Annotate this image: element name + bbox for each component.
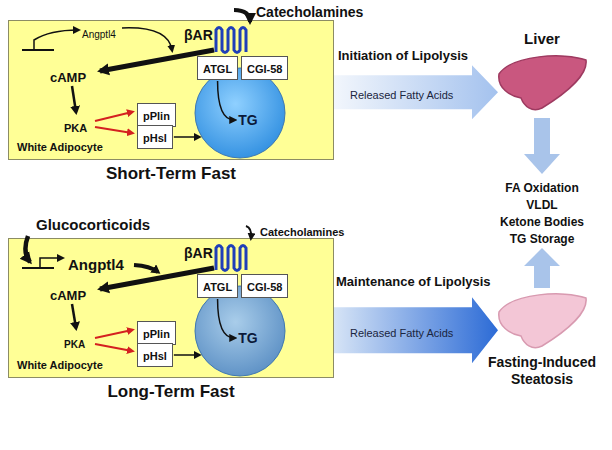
annotation-label: VLDL: [526, 198, 557, 212]
liver-shape: Fasting-Induced Steatosis: [496, 290, 588, 352]
label-wrap: PKA: [64, 118, 87, 136]
lipid-droplet: TG: [194, 285, 286, 377]
protein-label: pPlin: [143, 328, 170, 340]
protein-box: pHsl: [137, 125, 173, 149]
flux-arrow: [334, 65, 498, 119]
reaction-arrow: [174, 354, 199, 356]
cell-label: White Adipocyte: [17, 141, 103, 153]
protein-label: pPlin: [143, 110, 170, 122]
label-wrap: Ketone Bodies: [500, 212, 584, 230]
annotation-label: Angptl4: [82, 29, 116, 40]
annotation-label: PKA: [64, 122, 87, 134]
liver-path: [499, 294, 586, 348]
label-wrap: Catecholamines: [256, 3, 363, 21]
panel-heading: Short-Term Fast: [106, 164, 236, 183]
annotation-label: βAR: [184, 245, 213, 261]
label-wrap: TG Storage: [510, 229, 575, 247]
flux-arrow: [334, 297, 498, 363]
label-wrap: Initiation of Lipolysis: [338, 46, 468, 64]
protein-box: pHsl: [137, 343, 173, 367]
label-wrap: VLDL: [526, 195, 557, 213]
droplet-circle: [195, 286, 285, 376]
protein-box: pPlin: [137, 321, 176, 345]
annotation-label: Initiation of Lipolysis: [338, 48, 468, 63]
droplet-label: TG: [238, 330, 257, 347]
bottom-signalling: [22, 226, 251, 351]
edge-label-wrap: Released Fatty Acids: [350, 85, 453, 103]
liver-shape: Liver: [496, 52, 588, 114]
label-wrap: cAMP: [50, 286, 86, 304]
label-wrap: Angptl4: [82, 24, 116, 42]
top-signalling: [22, 10, 250, 133]
protein-box: pPlin: [137, 103, 176, 127]
label-wrap: PKA: [64, 334, 85, 352]
label-wrap: Maintenance of Lipolysis: [336, 272, 491, 290]
panel-heading-wrap: Short-Term Fast: [9, 164, 333, 184]
liver-output-arrow: [524, 118, 560, 174]
adipocyte-panel: White AdipocyteShort-Term FastTGATGLCGI-…: [8, 20, 334, 160]
panel-label-wrap: White Adipocyte: [17, 355, 103, 373]
protein-label: CGI-58: [247, 281, 282, 293]
annotation-label: Angptl4: [68, 256, 124, 273]
protein-label: pHsl: [143, 132, 167, 144]
annotation-label: cAMP: [50, 288, 86, 303]
label-wrap: Glucocorticoids: [36, 216, 150, 234]
label-wrap: cAMP: [50, 68, 86, 86]
panel-heading-wrap: Long-Term Fast: [9, 382, 333, 402]
edge-label-wrap: Released Fatty Acids: [350, 323, 453, 341]
annotation-label: FA Oxidation: [505, 181, 579, 195]
protein-label: pHsl: [143, 350, 167, 362]
steatosis-output-arrow: [524, 248, 560, 288]
label-wrap: βAR: [184, 244, 213, 262]
label-wrap: Catecholamines: [260, 222, 344, 240]
label-wrap: βAR: [184, 26, 213, 44]
protein-box: CGI-58: [241, 274, 288, 298]
annotation-label: Catecholamines: [260, 226, 344, 238]
protein-box: ATGL: [197, 56, 238, 80]
panel-label-wrap: White Adipocyte: [17, 137, 103, 155]
protein-box: CGI-58: [241, 56, 288, 80]
label-wrap: Angptl4: [68, 256, 124, 274]
annotation-label: Maintenance of Lipolysis: [336, 274, 491, 289]
protein-box: ATGL: [197, 274, 238, 298]
reaction-arrow: [218, 81, 235, 120]
protein-label: ATGL: [203, 281, 232, 293]
droplet-label: TG: [238, 112, 257, 129]
edge-label: Released Fatty Acids: [350, 89, 453, 101]
reaction-arrow: [174, 136, 199, 138]
annotation-label: Catecholamines: [256, 4, 363, 20]
annotation-label: βAR: [184, 27, 213, 43]
label-wrap: FA Oxidation: [505, 178, 579, 196]
edge-label: Released Fatty Acids: [350, 327, 453, 339]
liver-outline: [496, 52, 588, 114]
cell-label: White Adipocyte: [17, 359, 103, 371]
annotation-label: Ketone Bodies: [500, 215, 584, 229]
liver-heading: Liver: [524, 30, 560, 48]
liver-outline: [496, 290, 588, 352]
annotation-label: Glucocorticoids: [36, 216, 150, 233]
annotation-label: TG Storage: [510, 232, 575, 246]
droplet-circle: [195, 68, 285, 158]
protein-label: CGI-58: [247, 63, 282, 75]
liver-heading-wrap: Liver: [476, 30, 608, 48]
liver-path: [499, 56, 586, 110]
annotation-label: PKA: [64, 339, 85, 350]
reaction-arrow: [218, 299, 235, 338]
protein-label: ATGL: [203, 63, 232, 75]
liver-heading-wrap: Fasting-Induced Steatosis: [480, 354, 604, 388]
panel-heading: Long-Term Fast: [107, 382, 234, 401]
lipid-droplet: TG: [194, 67, 286, 159]
annotation-label: cAMP: [50, 70, 86, 85]
liver-heading: Fasting-Induced Steatosis: [480, 354, 604, 388]
adipocyte-panel: White AdipocyteLong-Term FastTGATGLCGI-5…: [8, 238, 334, 378]
